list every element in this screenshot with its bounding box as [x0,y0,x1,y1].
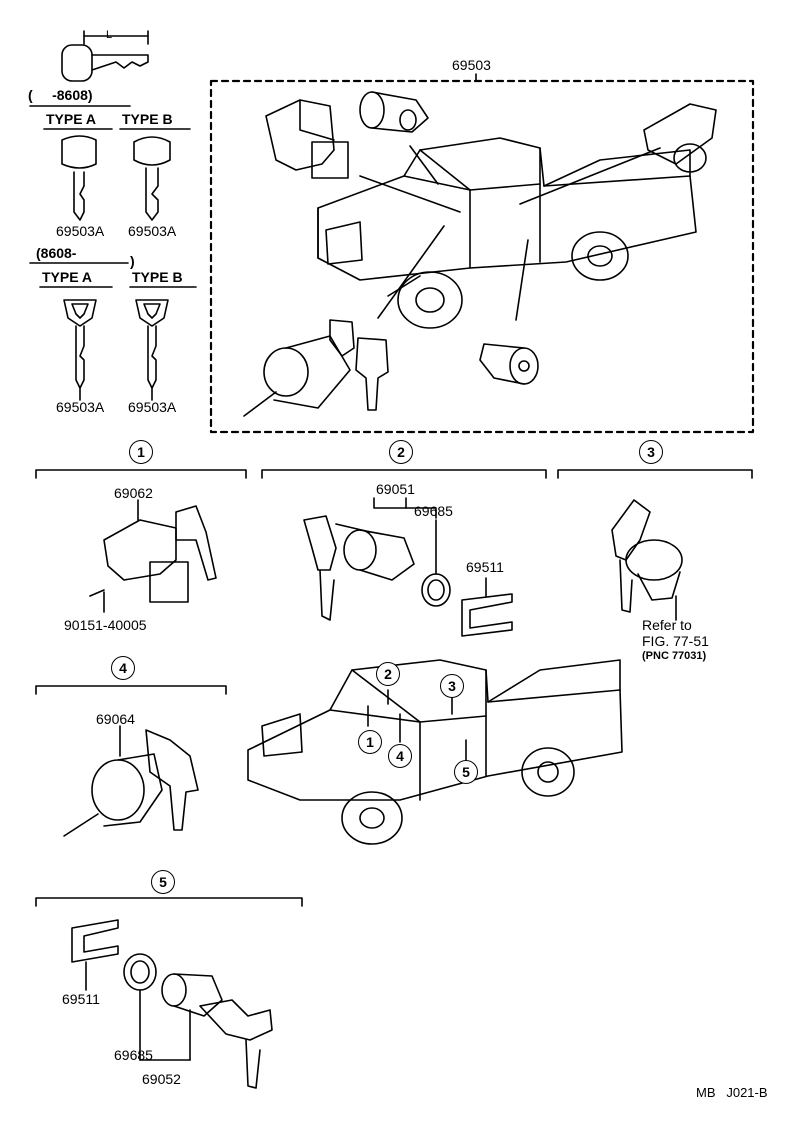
set-part-number: 69503 [452,57,491,73]
g5-clip-number: 69511 [62,991,100,1007]
key-type-b-new [135,299,169,389]
type-b-old-label: TYPE B [122,111,173,127]
group-3-callout: 3 [639,440,663,464]
g3-refer-to: Refer to [642,617,692,633]
diagram-code: MB J021-B [696,1085,768,1100]
g1-screw-number: 90151-40005 [64,617,147,633]
truck-callout-4: 4 [388,744,412,768]
group-2-bracket [261,469,547,479]
group-1-ignition-switch [89,499,217,613]
g3-pnc-ref: (PNC 77031) [642,650,707,662]
door-cylinder-upper [359,91,429,133]
range-old-label: ( -8608) [28,87,93,103]
g1-part-number: 69062 [114,485,153,501]
truck-illustration-upper [317,137,697,329]
type-a-old-label: TYPE A [46,111,97,127]
g2-set-number: 69051 [376,481,415,497]
g4-part-number: 69064 [96,711,135,727]
group-1-callout: 1 [129,440,153,464]
group-2-callout: 2 [389,440,413,464]
g2-clip-number: 69511 [466,559,504,575]
ignition-switch-upper [265,99,349,179]
fuel-lid-lock-upper [643,103,717,173]
key-dimension-illustration [61,30,149,82]
set-69503-frame [209,79,755,434]
g5-ring-number: 69685 [114,1047,153,1063]
group-1-bracket [35,469,247,479]
g3-figure-ref: FIG. 77-51 [642,633,709,649]
key-part-a-old: 69503A [56,223,105,239]
truck-illustration-lower [247,659,623,845]
truck-callout-2: 2 [376,662,400,686]
group-5-callout: 5 [151,870,175,894]
key-part-a-new: 69503A [56,399,105,415]
key-part-b-new: 69503A [128,399,177,415]
door-cylinder-lower [479,343,539,385]
key-type-b-old [133,136,171,221]
group-2-door-lock-set [303,497,513,637]
key-type-a-old [61,135,97,221]
g2-ring-number: 69685 [414,503,453,519]
truck-callout-3: 3 [440,674,464,698]
range-new-label: (8608- [36,245,77,261]
group-5-bracket [35,897,303,907]
type-a-new-label: TYPE A [42,269,93,285]
range-new-close: ) [130,253,135,269]
truck-callout-1: 1 [358,730,382,754]
group-4-bracket [35,685,227,695]
group-4-ignition [63,725,199,837]
group-5-door-lock-set [71,919,273,1089]
truck-callout-5: 5 [454,760,478,784]
g5-set-number: 69052 [142,1071,181,1087]
key-type-a-new [63,299,97,389]
ignition-with-keys-upper [243,319,389,417]
group-3-fuel-lid [611,499,683,621]
type-b-new-label: TYPE B [132,269,183,285]
group-4-callout: 4 [111,656,135,680]
pointer-arrows [359,145,661,321]
key-part-b-old: 69503A [128,223,177,239]
dimension-l-label: L [106,29,113,41]
group-3-bracket [557,469,753,479]
